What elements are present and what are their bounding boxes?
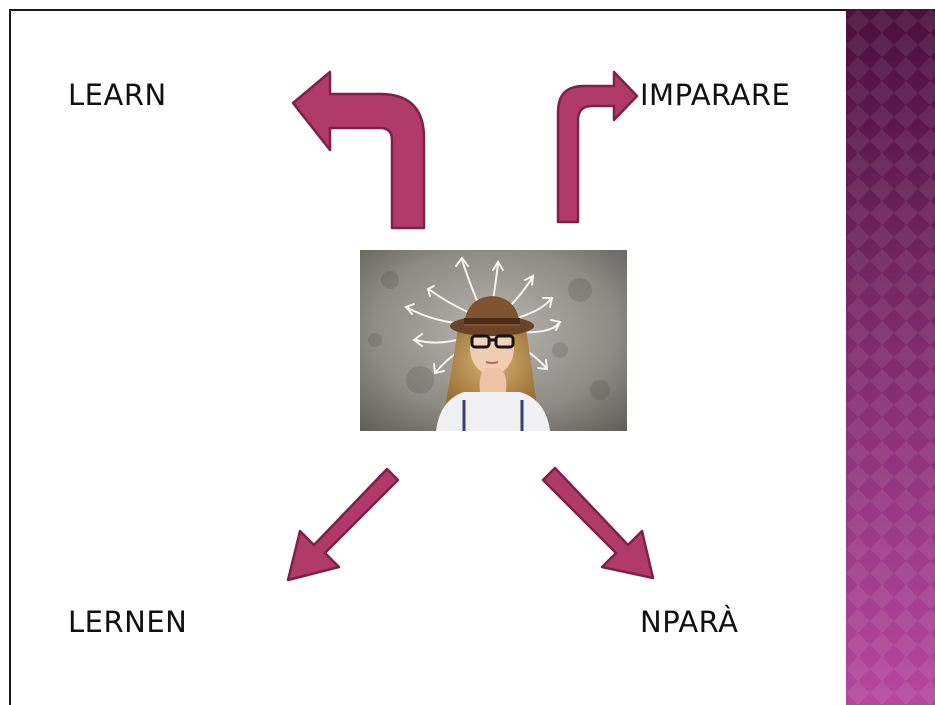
slide-frame-left [9,9,11,705]
word-imparare: IMPARARE [640,78,791,112]
arrow-down-right [541,466,655,580]
side-band-pattern [846,9,935,705]
arrow-down-left [286,467,400,582]
word-npara: NPARÀ [640,605,739,639]
arrow-up-left [291,70,426,230]
word-lernen: LERNEN [68,605,188,639]
thinking-girl-photo [360,250,627,431]
decorative-side-band [846,9,935,705]
slide-frame-top [9,9,846,11]
arrow-up-right [556,70,639,224]
word-learn: LEARN [68,78,167,112]
